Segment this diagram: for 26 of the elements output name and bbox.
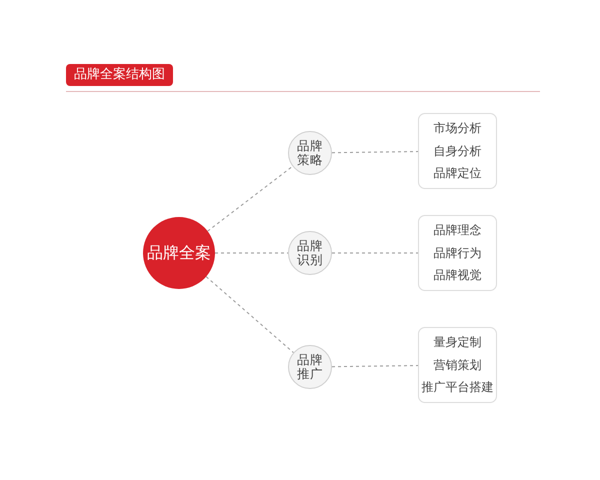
node-label: 品牌全案: [147, 242, 211, 264]
connector-line: [332, 365, 418, 368]
category-circle: [288, 231, 332, 275]
title-badge: 品牌全案结构图: [66, 64, 173, 86]
item-list-box: [418, 327, 497, 403]
list-item: 品牌理念: [434, 222, 482, 239]
node-label: 品牌策略: [296, 139, 324, 167]
list-item: 品牌视觉: [434, 267, 482, 284]
connector-line: [214, 252, 288, 254]
list-item: 品牌定位: [434, 165, 482, 182]
connector-line: [207, 166, 294, 232]
list-item: 推广平台搭建: [422, 379, 494, 396]
category-circle: [288, 131, 332, 175]
list-item: 市场分析: [434, 120, 482, 137]
connector-line: [206, 276, 294, 354]
list-item: 品牌行为: [434, 244, 482, 262]
list-item: 量身定制: [434, 334, 482, 351]
connector-line: [332, 151, 418, 154]
item-list-box: [418, 113, 497, 189]
node-label: 品牌推广: [296, 353, 324, 381]
list-item: 营销策划: [434, 356, 482, 374]
category-circle: [288, 345, 332, 389]
item-list-box: [418, 215, 497, 291]
list-item: 自身分析: [434, 142, 482, 160]
node-label: 品牌识别: [296, 239, 324, 267]
connector-line: [332, 252, 418, 254]
